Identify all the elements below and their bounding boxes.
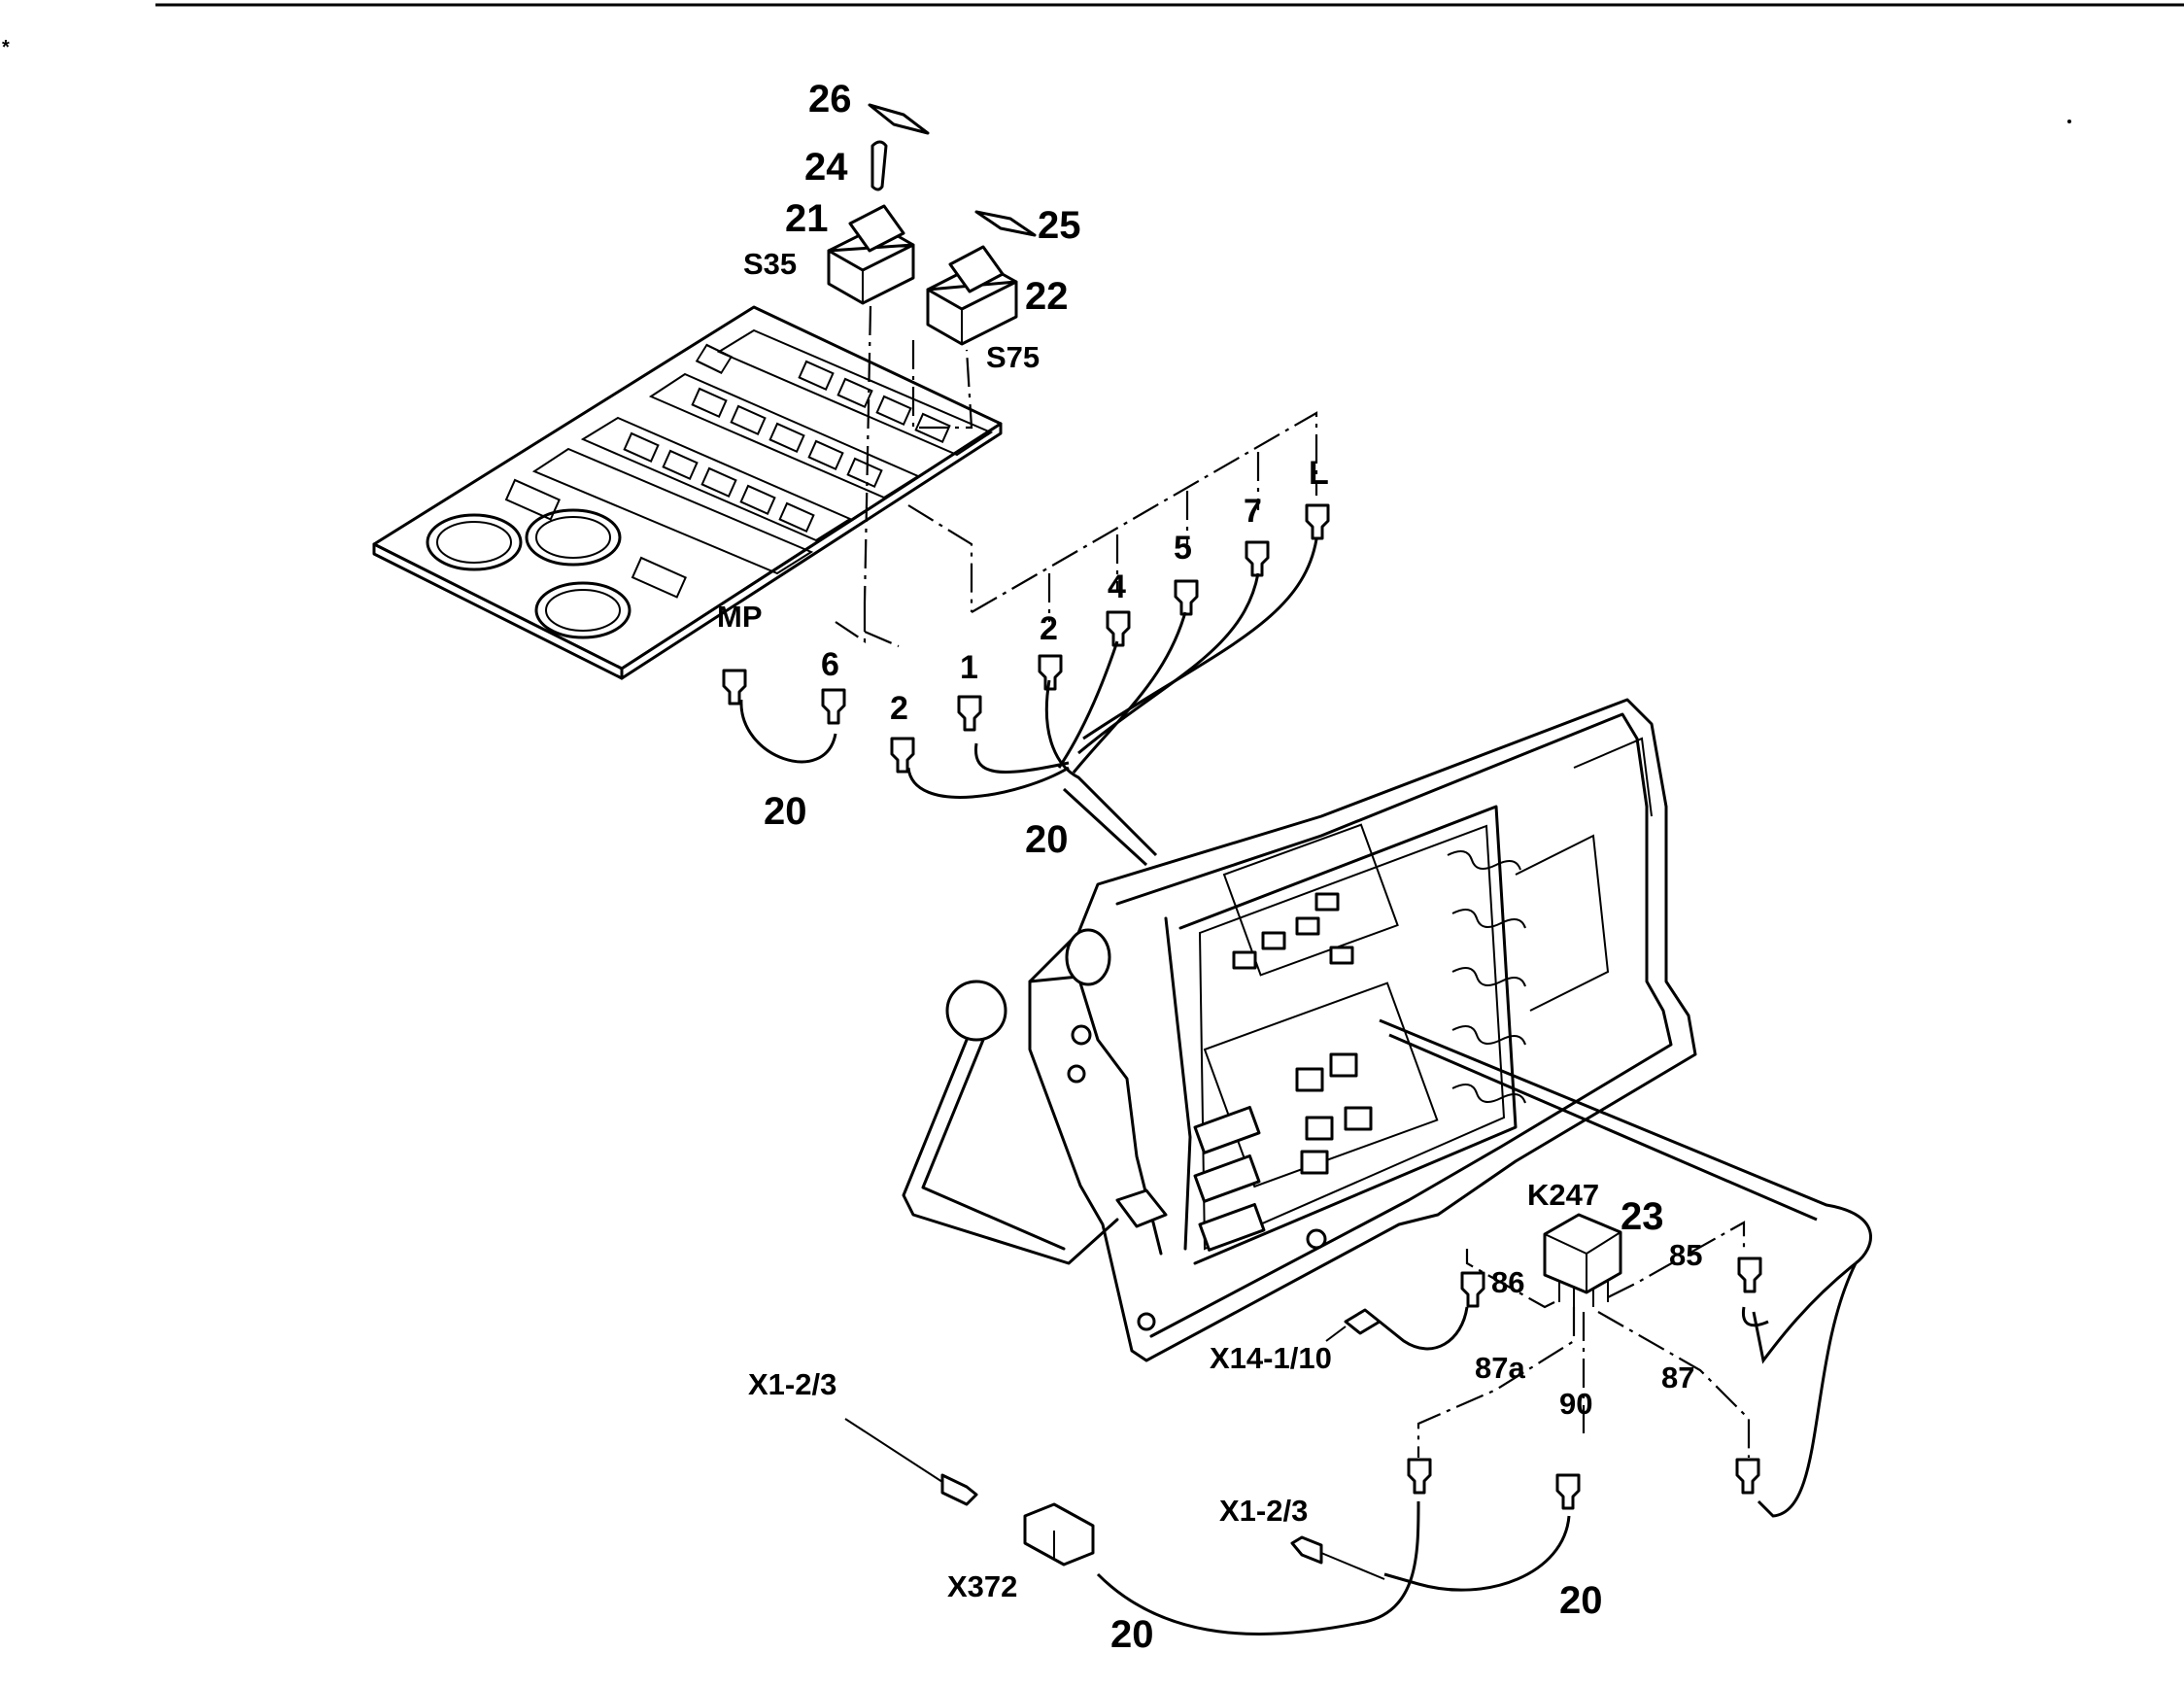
label-k247: K247 bbox=[1527, 1178, 1599, 1212]
label-26: 26 bbox=[808, 78, 852, 120]
switch-s35 bbox=[827, 204, 915, 305]
label-22: 22 bbox=[1025, 275, 1069, 318]
label-s75: S75 bbox=[986, 340, 1040, 374]
label-2-lower: 2 bbox=[890, 690, 908, 727]
lens-26 bbox=[868, 103, 930, 135]
label-x1-left: X1-2/3 bbox=[748, 1367, 836, 1401]
speck-dot bbox=[2067, 120, 2071, 123]
label-21: 21 bbox=[785, 197, 829, 240]
switch-s75 bbox=[926, 245, 1018, 346]
connectors bbox=[722, 503, 1762, 1510]
label-5: 5 bbox=[1174, 530, 1192, 567]
label-2-upper: 2 bbox=[1040, 610, 1058, 647]
label-6: 6 bbox=[821, 646, 839, 683]
label-87a: 87a bbox=[1475, 1351, 1525, 1385]
relay-k247 bbox=[1543, 1213, 1622, 1307]
label-24: 24 bbox=[804, 146, 848, 189]
label-4: 4 bbox=[1108, 568, 1126, 605]
lens-25 bbox=[974, 210, 1037, 237]
label-86: 86 bbox=[1491, 1265, 1524, 1299]
label-7: 7 bbox=[1244, 493, 1262, 530]
instrument-panel bbox=[372, 305, 1003, 680]
label-87: 87 bbox=[1661, 1360, 1694, 1394]
labels: 26 24 21 S35 25 22 S75 L 7 5 4 2 1 MP 6 … bbox=[717, 78, 1702, 1656]
label-85: 85 bbox=[1669, 1238, 1702, 1272]
label-x372: X372 bbox=[947, 1569, 1017, 1603]
speck-mark: * bbox=[2, 37, 10, 58]
upper-harness bbox=[739, 538, 1318, 867]
label-23: 23 bbox=[1621, 1195, 1664, 1238]
label-20-b: 20 bbox=[1025, 818, 1069, 861]
label-x1-right: X1-2/3 bbox=[1219, 1494, 1308, 1528]
console-housing bbox=[902, 698, 1697, 1362]
label-1: 1 bbox=[960, 649, 978, 686]
bulb-24 bbox=[870, 140, 888, 191]
label-20-a: 20 bbox=[764, 790, 807, 833]
label-25: 25 bbox=[1038, 204, 1081, 247]
label-mp: MP bbox=[717, 600, 763, 634]
lower-harness bbox=[1096, 1018, 1872, 1635]
label-20-c: 20 bbox=[1110, 1613, 1154, 1656]
label-s35: S35 bbox=[743, 247, 797, 281]
label-l: L bbox=[1309, 455, 1329, 492]
label-x14: X14-1/10 bbox=[1210, 1341, 1332, 1375]
label-20-d: 20 bbox=[1559, 1579, 1603, 1622]
label-90: 90 bbox=[1559, 1387, 1592, 1421]
